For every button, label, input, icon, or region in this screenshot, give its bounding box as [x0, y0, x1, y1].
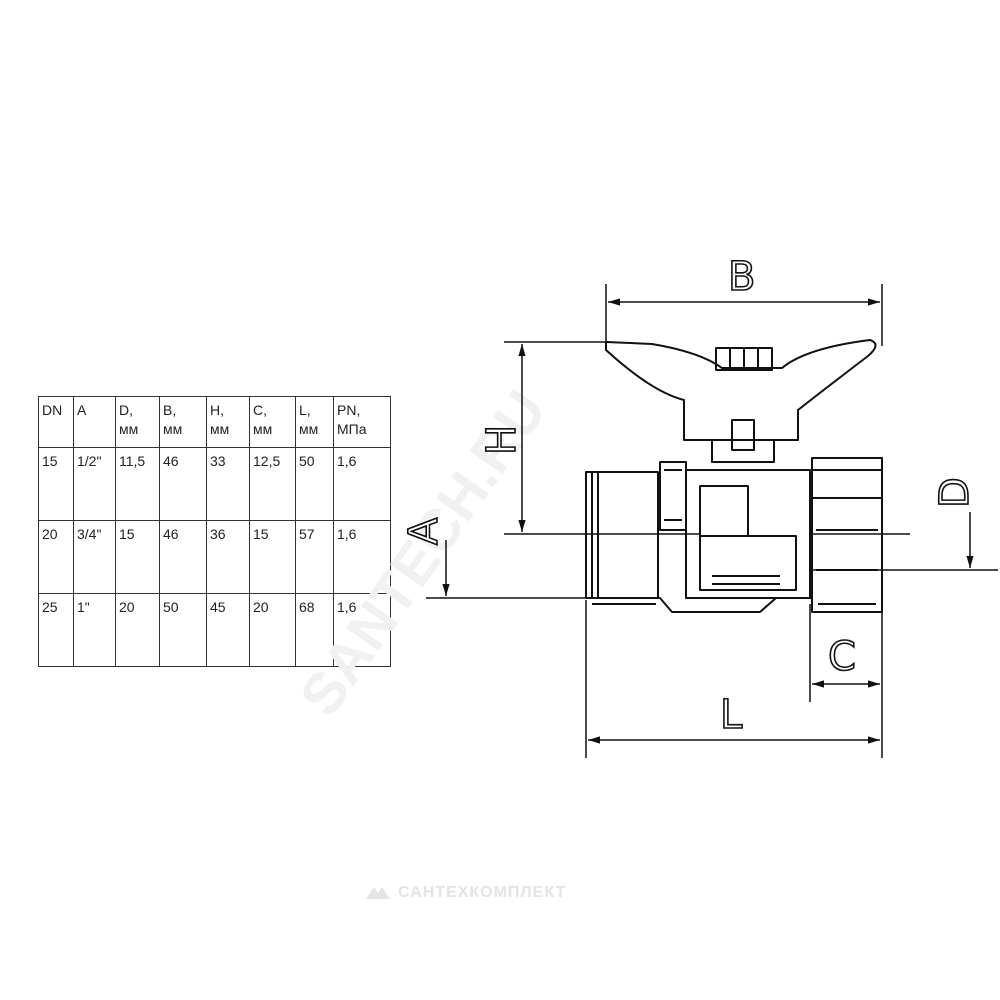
table-header-row: DN A D, мм B, мм H, мм C, мм L, мм PN, МПа — [38, 396, 391, 448]
table-cell: 50 — [159, 593, 207, 667]
header-text: A — [77, 402, 87, 418]
header-unit: мм — [210, 421, 230, 437]
table-cell: 46 — [159, 447, 207, 521]
header-unit: мм — [253, 421, 273, 437]
table-cell: 46 — [159, 520, 207, 594]
header-unit: мм — [163, 421, 183, 437]
header-cell: PN, МПа — [333, 396, 391, 448]
table-row: 25 1" 20 50 45 20 68 1,6 — [38, 593, 391, 667]
table-cell: 20 — [115, 593, 160, 667]
table-cell: 1,6 — [333, 520, 391, 594]
table-row: 15 1/2" 11,5 46 33 12,5 50 1,6 — [38, 447, 391, 521]
dim-label-L: L — [720, 692, 743, 738]
table-cell: 1" — [73, 593, 116, 667]
dim-label-A: A — [401, 517, 447, 545]
header-cell: L, мм — [295, 396, 334, 448]
table-cell: 1/2" — [73, 447, 116, 521]
header-cell: B, мм — [159, 396, 207, 448]
table-cell: 12,5 — [249, 447, 296, 521]
dim-label-H: H — [479, 425, 525, 455]
table-cell: 68 — [295, 593, 334, 667]
table-cell: 57 — [295, 520, 334, 594]
table-cell: 1,6 — [333, 593, 391, 667]
dim-label-D: D — [932, 477, 978, 508]
brand-watermark: САНТЕХКОМПЛЕКТ — [364, 884, 566, 902]
table-row: 20 3/4" 15 46 36 15 57 1,6 — [38, 520, 391, 594]
left-end — [585, 471, 659, 599]
valve-body — [585, 339, 883, 613]
header-cell: A — [73, 396, 116, 448]
table-cell: 3/4" — [73, 520, 116, 594]
header-text: L, — [299, 402, 311, 418]
brand-logo-icon — [366, 886, 390, 899]
header-cell: C, мм — [249, 396, 296, 448]
table-cell: 20 — [38, 520, 74, 594]
header-text: C, — [253, 402, 267, 418]
header-text: PN, — [337, 402, 361, 418]
header-text: DN — [42, 402, 63, 418]
header-cell: DN — [38, 396, 74, 448]
header-cell: H, мм — [206, 396, 250, 448]
handle — [605, 339, 877, 441]
dim-label-C: C — [828, 634, 856, 680]
table-cell: 45 — [206, 593, 250, 667]
table-cell: 25 — [38, 593, 74, 667]
dim-label-B: B — [728, 254, 755, 300]
header-unit: мм — [119, 421, 139, 437]
table-cell: 36 — [206, 520, 250, 594]
header-text: B, — [163, 402, 177, 418]
spec-table: DN A D, мм B, мм H, мм C, мм L, мм PN, МПа 15 … — [38, 396, 391, 667]
brand-name: САНТЕХКОМПЛЕКТ — [398, 884, 567, 901]
header-text: D, — [119, 402, 133, 418]
header-unit: МПа — [337, 421, 367, 437]
dimension-lines — [426, 284, 998, 758]
header-unit: мм — [299, 421, 319, 437]
right-end — [811, 457, 883, 613]
table-cell: 15 — [38, 447, 74, 521]
header-text: H, — [210, 402, 224, 418]
table-cell: 33 — [206, 447, 250, 521]
table-cell: 20 — [249, 593, 296, 667]
